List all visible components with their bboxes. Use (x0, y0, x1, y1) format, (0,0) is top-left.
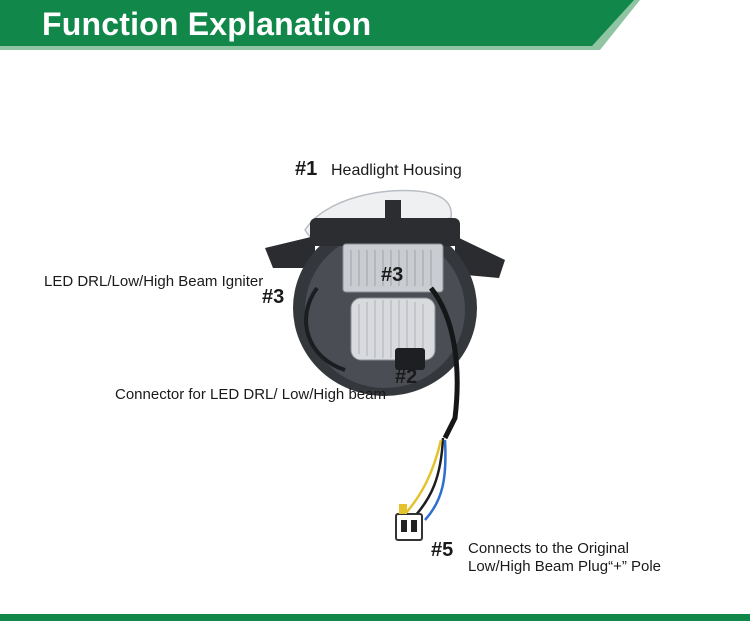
callout-5-line1: Connects to the Original (468, 540, 629, 557)
page-title: Function Explanation (42, 6, 372, 42)
callout-1-label: Headlight Housing (331, 162, 462, 179)
callout-2-tag: #2 (395, 366, 418, 388)
callout-2-label: Connector for LED DRL/ Low/High beam (115, 386, 386, 403)
header-banner (0, 0, 640, 50)
headlight-illustration (265, 189, 505, 541)
footer-bar (0, 614, 750, 621)
callout-1-tag: #1 (295, 158, 318, 180)
callout-5-tag: #5 (431, 539, 454, 561)
callout-5-line2: Low/High Beam Plug“+” Pole (468, 558, 662, 575)
callout-3-tag: #3 (262, 286, 285, 308)
igniter-tag: #3 (381, 264, 404, 286)
callout-3-label: LED DRL/Low/High Beam Igniter (44, 273, 264, 290)
